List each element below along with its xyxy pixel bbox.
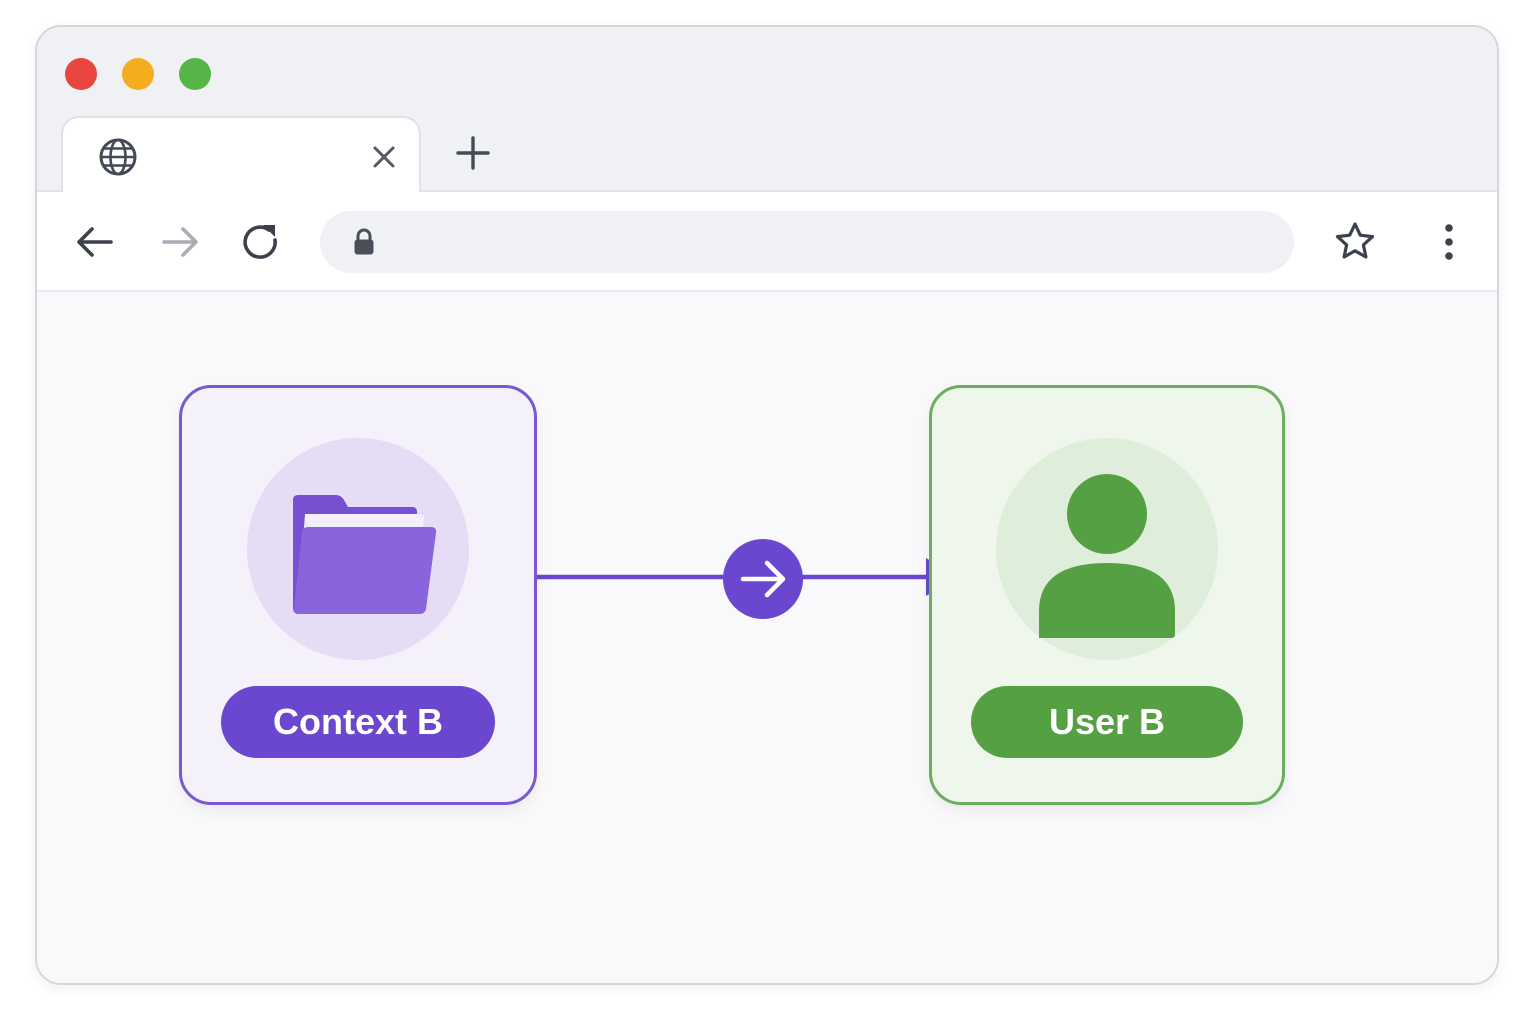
address-input[interactable] (392, 211, 1276, 275)
browser-tab[interactable] (61, 116, 421, 194)
folder-icon (293, 495, 437, 614)
lock-icon (354, 228, 374, 255)
bookmark-star-icon[interactable] (1333, 220, 1377, 264)
more-vertical-icon[interactable] (1427, 220, 1471, 264)
context-label: Context B (221, 686, 495, 758)
arrow-right-circle-icon (723, 539, 803, 619)
tab-close-icon[interactable] (369, 142, 399, 172)
browser-window: Context B User B (35, 25, 1499, 985)
address-bar[interactable] (320, 211, 1294, 275)
page-content: Context B User B (37, 292, 1497, 983)
user-card[interactable]: User B (929, 385, 1285, 805)
title-bar (37, 27, 1497, 194)
globe-icon (99, 138, 137, 176)
forward-arrow-icon[interactable] (158, 220, 202, 264)
back-arrow-icon[interactable] (73, 220, 117, 264)
window-close-button[interactable] (65, 58, 97, 90)
window-minimize-button[interactable] (122, 58, 154, 90)
window-maximize-button[interactable] (179, 58, 211, 90)
context-card[interactable]: Context B (179, 385, 537, 805)
new-tab-plus-icon[interactable] (453, 133, 493, 173)
reload-icon[interactable] (239, 220, 283, 264)
user-icon (1039, 474, 1175, 638)
browser-toolbar (37, 192, 1497, 292)
context-icon-circle (247, 438, 469, 660)
user-icon-circle (996, 438, 1218, 660)
user-label: User B (971, 686, 1243, 758)
